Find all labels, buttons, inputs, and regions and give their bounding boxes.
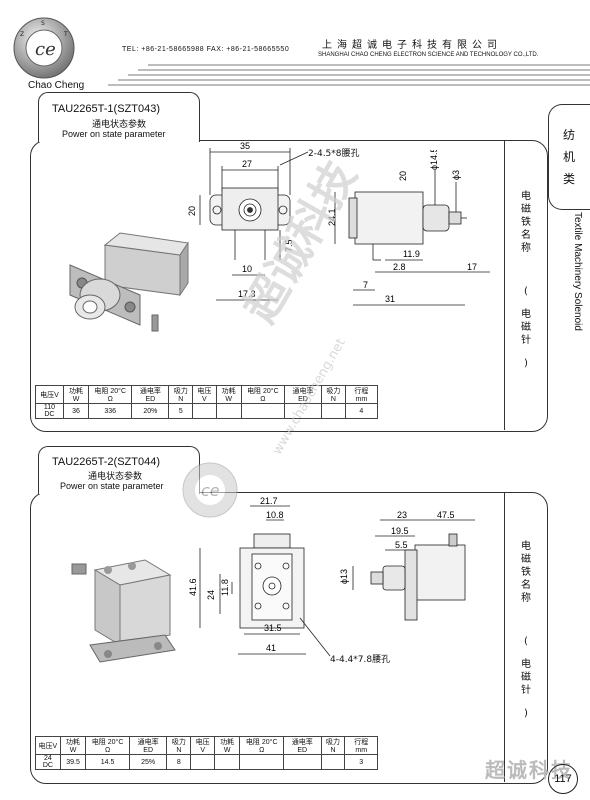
p2-dim-21-7: 21.7 (260, 496, 278, 506)
product2-front-drawing: 21.7 10.8 41.6 24 11.8 31.5 41 (188, 496, 331, 657)
product2-subtitle-en: Power on state parameter (60, 481, 164, 491)
p2-dim-47-5: 47.5 (437, 510, 455, 520)
p1-dim-11-9: 11.9 (403, 249, 420, 259)
product2-panel (30, 492, 548, 784)
page-number: 117 (548, 764, 578, 794)
product1-panel (30, 140, 548, 432)
p1-dim-20b: 20 (398, 171, 408, 181)
p1-dim-phi3: ϕ3 (451, 170, 461, 180)
product1-model: TAU2265T-1(SZT043) (52, 103, 161, 115)
brand-name: Chao Cheng (28, 80, 85, 91)
p1-dim-7: 7 (363, 280, 368, 290)
product1-front-drawing: 35 27 20 7.5 10 17.3 (187, 141, 309, 301)
watermark-logo: ce (182, 462, 238, 518)
svg-text:Z: Z (20, 31, 24, 38)
product1-title-tab (38, 92, 200, 142)
product2-title-tab (38, 446, 200, 494)
p1-dim-20: 20 (187, 206, 197, 216)
category-en: Textile Machinery Solenoid (572, 212, 583, 331)
product1-vertical-label: 电磁铁名称(电磁针) (521, 191, 531, 369)
product2-image (71, 559, 176, 663)
svg-text:ce: ce (35, 39, 56, 60)
p1-dim-24-1: 24.1 (327, 208, 337, 226)
p1-dim-27: 27 (242, 159, 252, 169)
p2-dim-phi13: ϕ13 (339, 569, 349, 584)
product2-side-drawing: 23 47.5 19.5 5.5 ϕ13 (339, 510, 475, 621)
p2-dim-31-5: 31.5 (264, 623, 282, 633)
svg-text:T: T (63, 31, 68, 38)
p1-dim-31: 31 (385, 294, 395, 304)
product2-model: TAU2265T-2(SZT044) (52, 456, 161, 468)
company-name-en: SHANGHAI CHAO CHENG ELECTRON SCIENCE AND… (318, 52, 539, 58)
product1-image (69, 232, 189, 332)
p1-dim-17-3: 17.3 (238, 289, 256, 299)
p1-dim-35: 35 (240, 141, 250, 151)
p1-dim-10: 10 (242, 264, 252, 274)
p2-dim-23: 23 (397, 510, 407, 520)
product2-vertical-label: 电磁铁名称(电磁针) (521, 541, 531, 719)
p1-dim-17: 17 (467, 262, 477, 272)
product1-subtitle-cn: 通电状态参数 (92, 120, 147, 130)
product1-label-divider (504, 140, 505, 430)
header-stripes (108, 64, 590, 86)
product2-label-divider (504, 492, 505, 782)
p1-dim-7-5: 7.5 (284, 239, 294, 252)
category-tab (548, 104, 590, 210)
product1-subtitle-en: Power on state parameter (62, 129, 166, 139)
p2-dim-5-5: 5.5 (395, 540, 408, 550)
product1-side-drawing: 20 ϕ14.5 ϕ3 24.1 11.9 2.8 17 7 31 (327, 150, 490, 306)
p2-dim-11-8: 11.8 (220, 579, 230, 596)
p1-dim-phi14-5: ϕ14.5 (429, 150, 439, 170)
company-name-cn: 上海超诚电子科技有限公司 (322, 40, 502, 51)
p2-dim-41-6: 41.6 (188, 578, 198, 596)
svg-text:ce: ce (201, 481, 220, 500)
p1-dim-2-8: 2.8 (393, 262, 406, 272)
svg-text:S: S (41, 20, 45, 27)
contact-info: TEL: +86-21-58665988 FAX: +86-21-5866555… (122, 46, 290, 53)
p1-slot-note: 2-4.5*8腰孔 (308, 149, 360, 159)
p2-slot-note: 4-4.4*7.8腰孔 (330, 655, 391, 665)
p2-dim-41: 41 (266, 643, 276, 653)
company-logo: ce S T Z (13, 17, 75, 79)
product2-subtitle-cn: 通电状态参数 (88, 472, 143, 482)
p2-dim-24: 24 (206, 590, 216, 600)
p2-dim-19-5: 19.5 (391, 526, 409, 536)
category-cn: 纺机类 (562, 128, 575, 186)
p2-dim-10-8: 10.8 (266, 510, 284, 520)
